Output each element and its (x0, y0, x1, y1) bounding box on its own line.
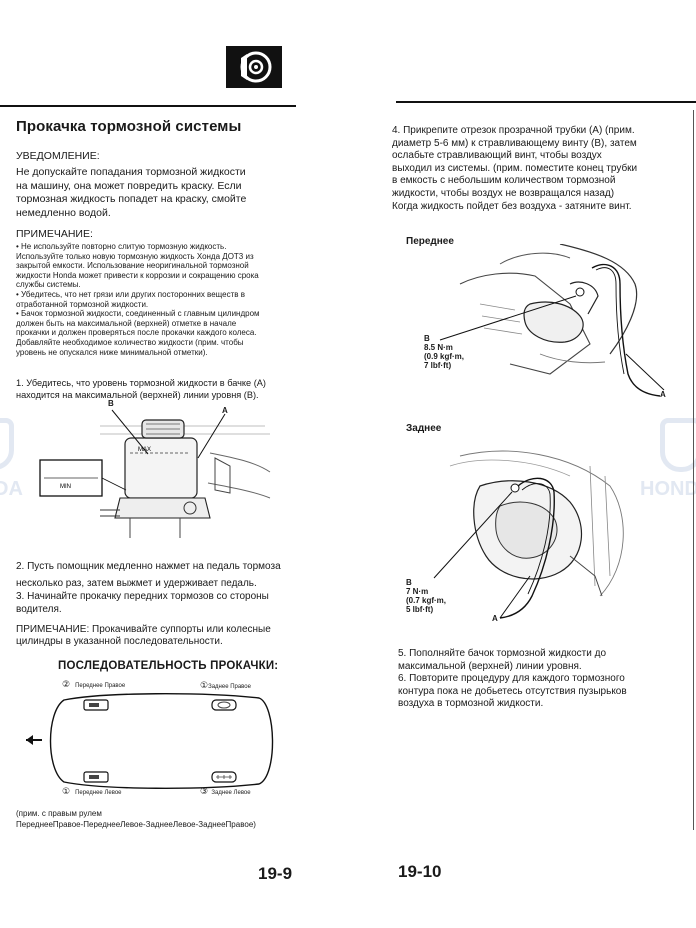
wheel-rear-right: ①Заднее Правое (200, 680, 251, 691)
fig1-label-b: B (108, 399, 114, 408)
rear-spec: B 7 N·m (0.7 kgf·m, 5 lbf·ft) (406, 578, 447, 614)
watermark-right-text: HONDA (640, 478, 696, 500)
header-rule-right (396, 101, 696, 103)
step-4-text: 4. Прикрепите отрезок прозрачной трубки … (392, 125, 638, 212)
watermark-right-logo (660, 418, 696, 472)
brake-disc-icon (226, 46, 282, 88)
bleed-sequence-title: ПОСЛЕДОВАТЕЛЬНОСТЬ ПРОКАЧКИ: (58, 660, 279, 672)
page-number-right: 19-10 (398, 862, 442, 881)
page-number-left: 19-9 (258, 864, 293, 883)
rear-label-a: A (492, 614, 498, 623)
note-text: • Не используйте повторно слитую тормозн… (16, 242, 260, 357)
front-spec: B 8.5 N·m (0.9 kgf·m, 7 lbf·ft) (424, 334, 465, 370)
min-mark: MIN (60, 484, 71, 490)
note-heading: ПРИМЕЧАНИЕ: (16, 228, 93, 240)
front-heading: Переднее (406, 236, 454, 247)
fig1-label-a: A (222, 406, 228, 415)
rhd-footnote: (прим. с правым рулем ПереднееПравое-Пер… (16, 809, 256, 829)
wheel-rear-left: ③ Заднее Левое (200, 786, 251, 797)
notice-heading: УВЕДОМЛЕНИЕ: (16, 150, 100, 162)
page-title: Прокачка тормозной системы (16, 118, 242, 135)
step-1-text: 1. Убедитесь, что уровень тормозной жидк… (16, 378, 266, 400)
wheel-front-right: ② Переднее Правое (62, 679, 126, 690)
rear-caliper-figure: B 7 N·m (0.7 kgf·m, 5 lbf·ft) A (406, 446, 640, 626)
note-2-text: ПРИМЕЧАНИЕ: Прокачивайте суппорты или ко… (16, 624, 271, 647)
reservoir-figure: MAX MIN B A (30, 398, 280, 548)
header-rule-left (0, 105, 296, 107)
notice-text: Не допускайте попадания тормозной жидкос… (16, 166, 247, 219)
step-2-3-text: 2. Пусть помощник медленно нажмет на пед… (16, 561, 281, 615)
watermark-left-text: DA (0, 478, 23, 500)
rear-heading: Заднее (406, 423, 442, 434)
front-caliper-figure: B 8.5 N·m (0.9 kgf·m, 7 lbf·ft) A (420, 244, 674, 400)
bleed-sequence-diagram: ② Переднее Правое ①Заднее Правое ① Перед… (24, 676, 284, 806)
front-label-a: A (660, 390, 666, 399)
page-edge-line (693, 110, 694, 830)
watermark-left-logo (0, 418, 14, 470)
step-5-6-text: 5. Пополняйте бачок тормозной жидкости д… (398, 648, 627, 710)
wheel-front-left: ① Переднее Левое (62, 786, 122, 797)
